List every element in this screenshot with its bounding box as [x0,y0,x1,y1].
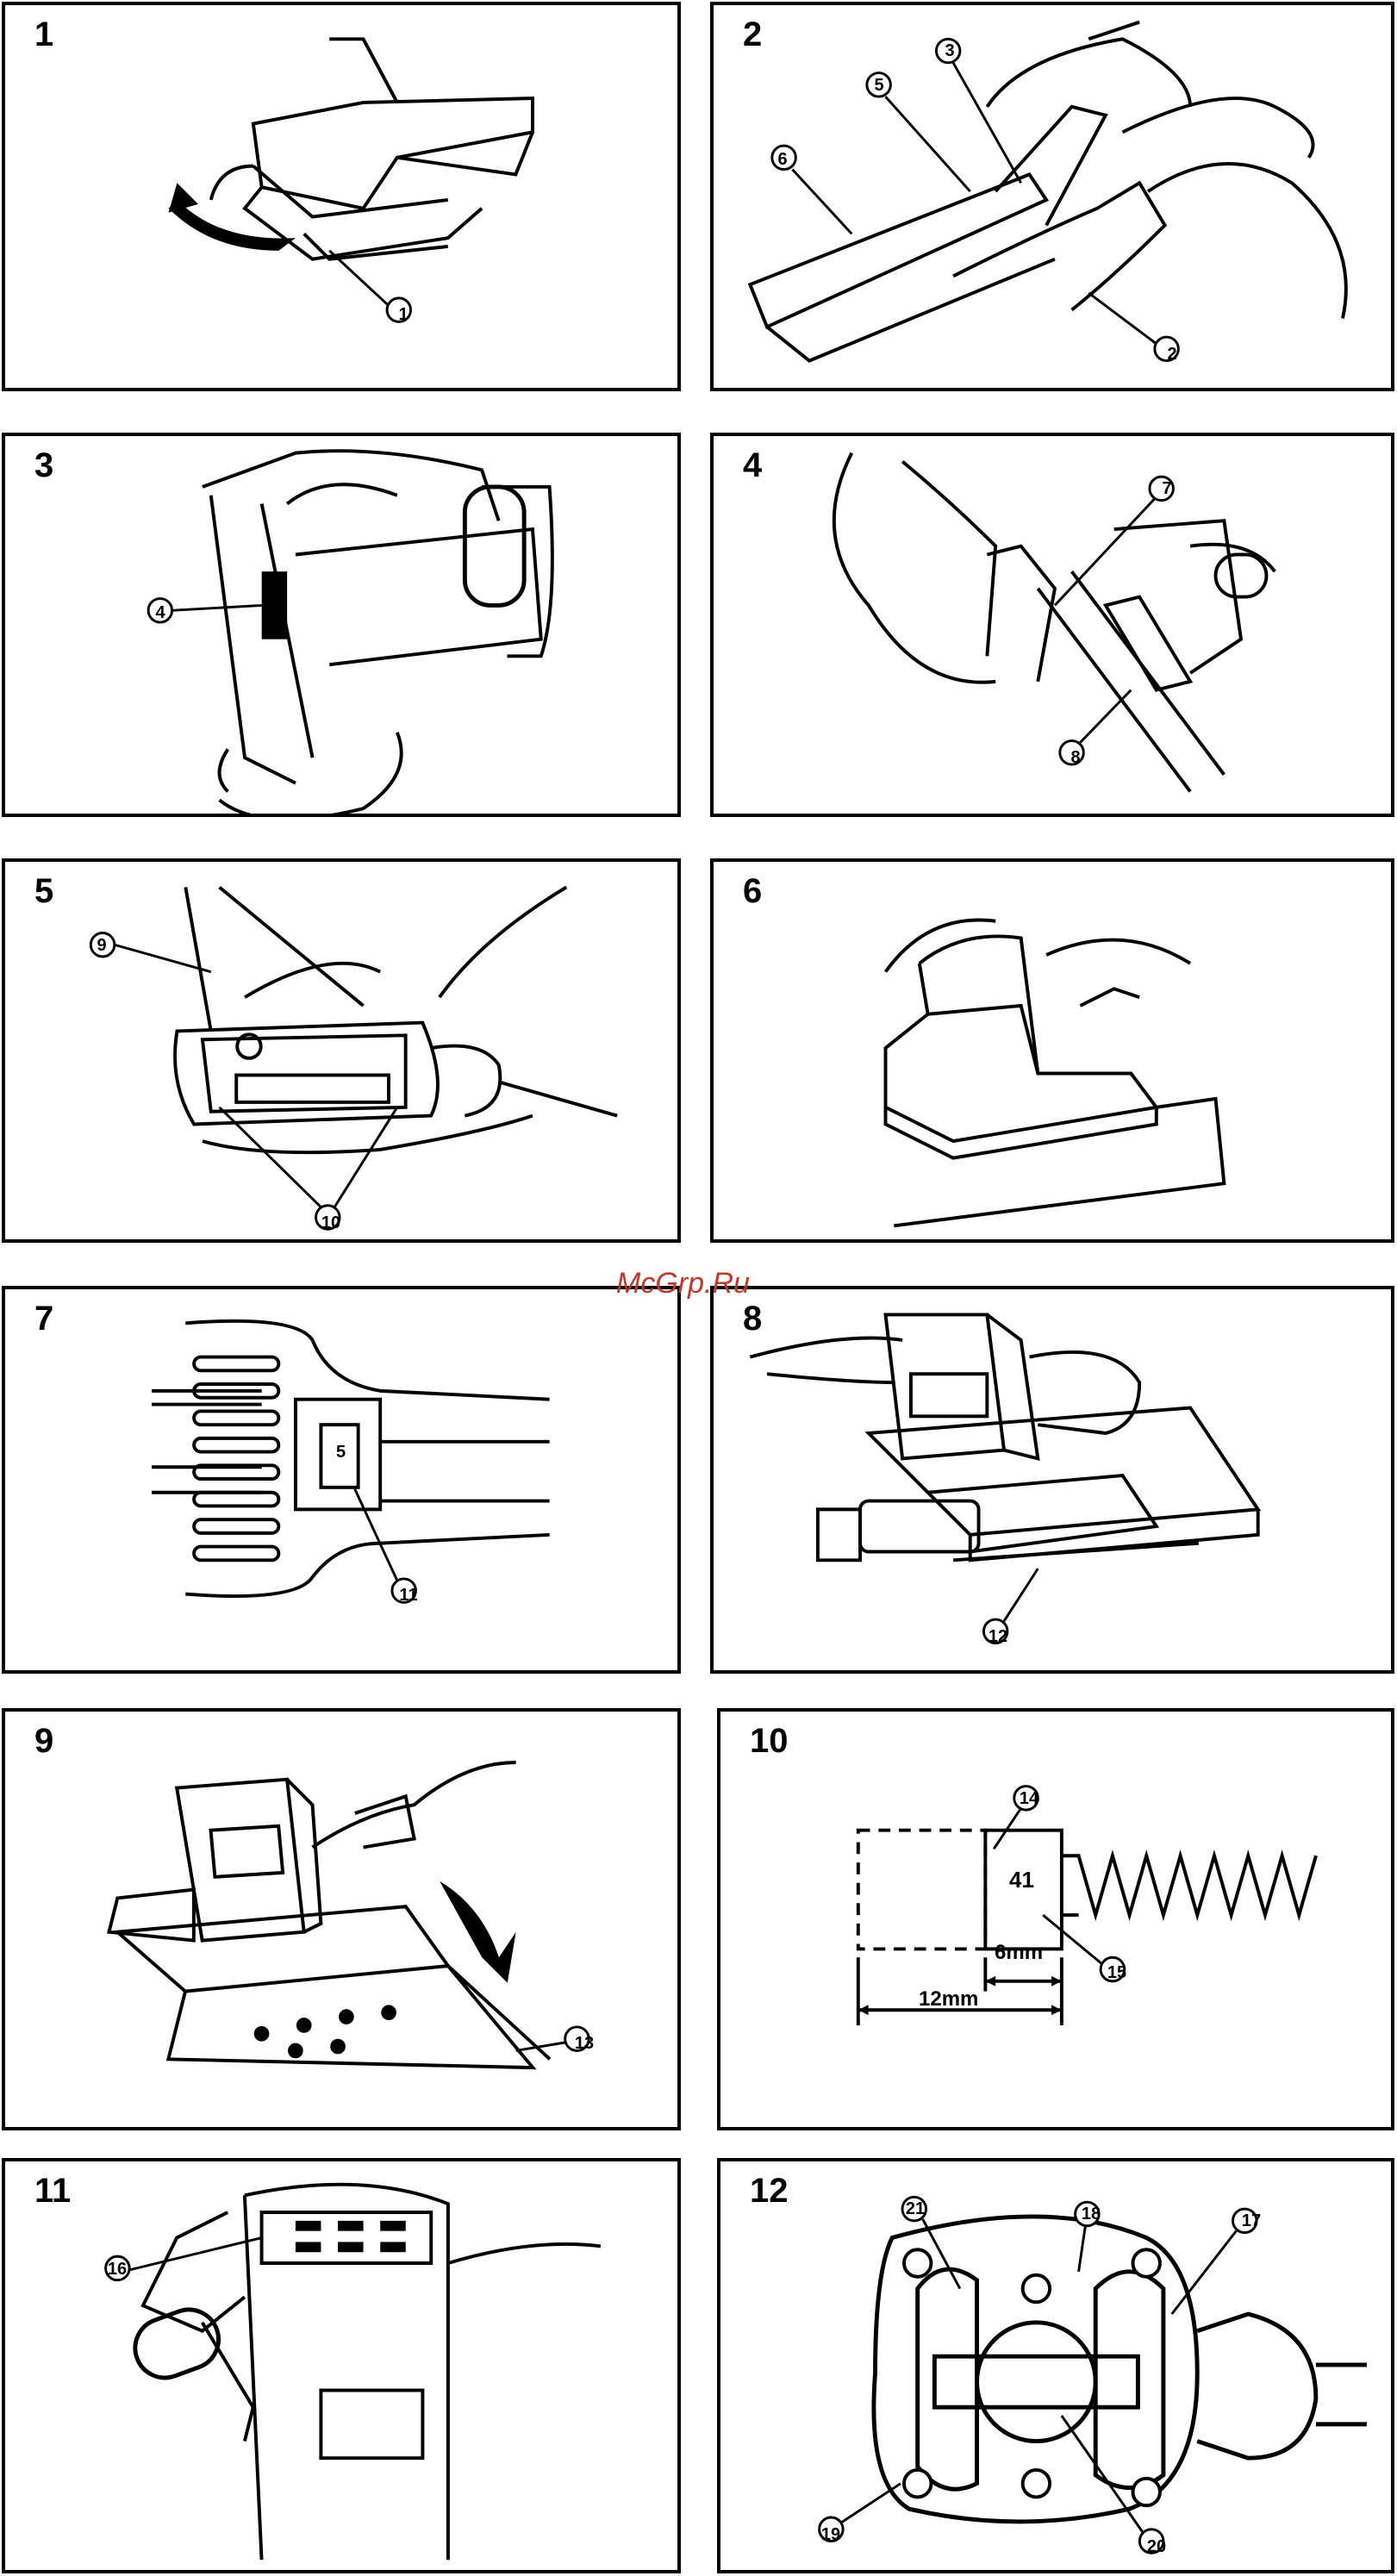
dial-value: 5 [336,1443,346,1463]
callout-11: 11 [391,1586,426,1606]
callout-19: 19 [814,2525,848,2545]
callout-18: 18 [1074,2205,1108,2224]
callout-6: 6 [765,150,800,170]
callout-14: 14 [1012,1789,1046,1809]
sander-base-illustration [5,5,677,388]
motor-housing-illustration [720,2161,1391,2570]
callout-2: 2 [1155,345,1189,365]
callout-4: 4 [143,603,178,623]
carbon-brush-diagram [720,1712,1391,2127]
dimension-12mm: 12mm [919,1987,978,2012]
panel-3: 3 4 [2,433,681,817]
callout-17: 17 [1234,2211,1269,2231]
callout-21: 21 [898,2199,932,2219]
callout-10: 10 [314,1213,348,1233]
brush-cap-illustration [5,2161,677,2570]
panel-8: 8 12 [710,1286,1394,1674]
watermark-text: McGrp.Ru [616,1267,750,1300]
callout-9: 9 [84,936,119,956]
brush-length-value: 41 [1009,1867,1034,1893]
callout-5: 5 [862,76,896,96]
sanding-operation-illustration [714,862,1391,1239]
punch-plate-illustration [5,1712,677,2127]
callout-12: 12 [981,1627,1015,1647]
callout-3: 3 [932,41,967,61]
callout-8: 8 [1058,748,1093,768]
panel-6: 6 [710,858,1394,1243]
panel-7: 7 5 11 [2,1286,681,1674]
callout-1: 1 [386,305,421,325]
callout-13: 13 [567,2034,602,2054]
paper-clamping-illustration [5,862,677,1239]
panel-11: 11 16 [2,2158,681,2573]
callout-20: 20 [1139,2537,1174,2557]
panel-4: 4 7 8 [710,433,1394,817]
panel-5: 5 9 10 [2,858,681,1243]
speed-dial-illustration [5,1289,677,1670]
dust-bag-illustration [714,1289,1391,1670]
callout-15: 15 [1100,1963,1134,1983]
callout-7: 7 [1150,479,1184,499]
paper-fitting-illustration [5,436,677,814]
panel-2: 2 3 5 6 2 [710,2,1394,391]
dimension-6mm: 6mm [995,1941,1043,1965]
callout-16: 16 [100,2260,134,2280]
clamp-lever-illustration [714,436,1391,814]
panel-9: 9 13 [2,1708,681,2130]
panel-12: 12 21 18 17 19 20 [717,2158,1394,2573]
dust-cover-removal-illustration [714,5,1391,388]
panel-10: 10 14 15 41 6mm 12mm [717,1708,1394,2130]
panel-1: 1 1 [2,2,681,391]
